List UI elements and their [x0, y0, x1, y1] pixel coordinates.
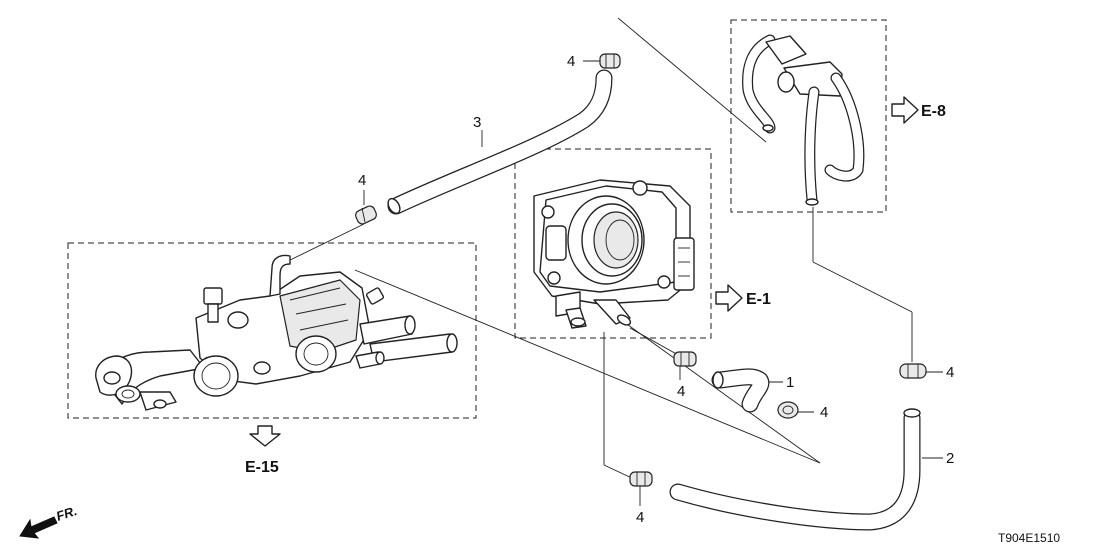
- clamp-bottom: [629, 471, 653, 487]
- section-ref-e8[interactable]: E-8: [921, 103, 946, 120]
- thermostat-housing-group-box: [67, 242, 477, 419]
- clamp-throttle: [673, 351, 697, 367]
- right-arrow-icon-e8: [891, 96, 919, 124]
- right-arrow-icon-e1: [715, 284, 743, 312]
- clamp-right: [899, 363, 927, 379]
- clamp-top: [599, 53, 621, 69]
- hose-part-2: [669, 408, 921, 531]
- clamp-mid-right: [777, 401, 799, 419]
- pipe-assembly-group-box: [730, 19, 887, 213]
- callout-part-2: 2: [946, 450, 954, 467]
- callout-clamp-throttle: 4: [677, 383, 685, 400]
- throttle-body-group-box: [514, 148, 712, 339]
- section-ref-e1[interactable]: E-1: [746, 291, 771, 308]
- water-pipe-assembly: [742, 34, 865, 206]
- callout-clamp-mid-right: 4: [820, 404, 828, 421]
- front-direction-label: FR.: [54, 503, 79, 524]
- down-arrow-icon: [249, 425, 281, 447]
- callout-clamp-top: 4: [567, 53, 575, 70]
- callout-clamp-left: 4: [358, 172, 366, 189]
- diagram-code: T904E1510: [998, 531, 1060, 545]
- hose-part-3: [387, 69, 613, 215]
- callout-clamp-right: 4: [946, 364, 954, 381]
- throttle-body-assembly: [533, 179, 695, 329]
- section-ref-e15[interactable]: E-15: [245, 459, 279, 476]
- hose-part-1: [711, 368, 770, 413]
- clamp-left: [355, 205, 377, 225]
- callout-part-1: 1: [786, 374, 794, 391]
- thermostat-housing-assembly: [95, 254, 458, 411]
- callout-part-3: 3: [473, 114, 481, 131]
- callout-clamp-bottom: 4: [636, 509, 644, 526]
- front-direction-arrow-icon: [19, 516, 58, 539]
